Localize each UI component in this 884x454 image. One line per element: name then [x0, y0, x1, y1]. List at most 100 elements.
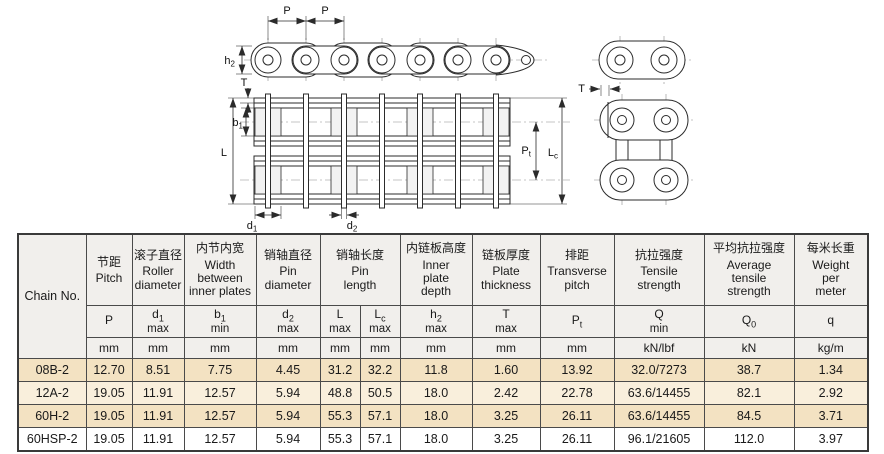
- value-cell: 26.11: [539, 427, 615, 452]
- value-cell: 8.51: [131, 358, 185, 382]
- chain-name-cell: 60HSP-2: [17, 427, 87, 452]
- chain-front-view: T L b1 d1 d2 Pt Lc: [221, 77, 570, 232]
- value-cell: 32.0/7273: [613, 358, 705, 382]
- value-cell: 19.05: [85, 427, 133, 452]
- value-cell: 7.75: [183, 358, 257, 382]
- chain-duplex-side-view: T: [578, 83, 694, 206]
- value-cell: 55.3: [319, 404, 361, 428]
- unit-cell: kg/m: [793, 337, 869, 359]
- unit-cell: kN/lbf: [613, 337, 705, 359]
- dim-label-plate-thickness: T: [241, 77, 248, 89]
- value-cell: 19.05: [85, 381, 133, 405]
- dim-label-pitch: P: [283, 5, 290, 17]
- value-cell: 84.5: [703, 404, 795, 428]
- unit-cell: mm: [319, 337, 361, 359]
- value-cell: 2.42: [471, 381, 541, 405]
- value-cell: 11.8: [399, 358, 473, 382]
- value-cell: 13.92: [539, 358, 615, 382]
- value-cell: 3.25: [471, 427, 541, 452]
- value-cell: 11.91: [131, 404, 185, 428]
- dim-label-b1: b1: [232, 117, 243, 131]
- value-cell: 12.57: [183, 427, 257, 452]
- symbol-cell: Pt: [539, 305, 615, 338]
- dim-label-lc: Lc: [548, 147, 558, 161]
- unit-cell: mm: [539, 337, 615, 359]
- rollers: [254, 46, 510, 74]
- symbol-cell: P: [85, 305, 133, 338]
- unit-cell: mm: [359, 337, 401, 359]
- value-cell: 31.2: [319, 358, 361, 382]
- value-cell: 1.60: [471, 358, 541, 382]
- value-cell: 38.7: [703, 358, 795, 382]
- value-cell: 3.97: [793, 427, 869, 452]
- dim-label-d2: d2: [347, 220, 358, 232]
- value-cell: 55.3: [319, 427, 361, 452]
- value-cell: 50.5: [359, 381, 401, 405]
- value-cell: 82.1: [703, 381, 795, 405]
- header-row-units: mm mm mm mm mm mm mm mm mm kN/lbf kN kg/…: [18, 337, 869, 359]
- dim-label-pitch: P: [321, 5, 328, 17]
- value-cell: 3.25: [471, 404, 541, 428]
- value-cell: 57.1: [359, 427, 401, 452]
- unit-cell: mm: [131, 337, 185, 359]
- value-cell: 3.71: [793, 404, 869, 428]
- unit-cell: mm: [183, 337, 257, 359]
- value-cell: 12.70: [85, 358, 133, 382]
- table-row: 08B-2 12.70 8.51 7.75 4.45 31.2 32.2 11.…: [17, 358, 869, 382]
- value-cell: 18.0: [399, 427, 473, 452]
- value-cell: 32.2: [359, 358, 401, 382]
- value-cell: 5.94: [255, 404, 321, 428]
- value-cell: 12.57: [183, 404, 257, 428]
- value-cell: 57.1: [359, 404, 401, 428]
- dim-label-pin-length: L: [221, 147, 227, 159]
- value-cell: 18.0: [399, 381, 473, 405]
- dim-label-pt: Pt: [521, 145, 531, 159]
- symbol-cell: Q0: [703, 305, 795, 338]
- value-cell: 63.6/14455: [613, 404, 705, 428]
- unit-cell: mm: [471, 337, 541, 359]
- chain-side-view: P P h2: [224, 5, 548, 82]
- value-cell: 19.05: [85, 404, 133, 428]
- offset-end-link: [495, 44, 535, 76]
- unit-cell: kN: [703, 337, 795, 359]
- chain-no-header: Chain No.: [17, 233, 87, 359]
- table-row: 60H-2 19.05 11.91 12.57 5.94 55.3 57.1 1…: [17, 404, 869, 428]
- value-cell: 112.0: [703, 427, 795, 452]
- value-cell: 12.57: [183, 381, 257, 405]
- value-cell: 96.1/21605: [613, 427, 705, 452]
- value-cell: 11.91: [131, 427, 185, 452]
- dim-label-plate-thickness: T: [578, 83, 585, 95]
- value-cell: 26.11: [539, 404, 615, 428]
- pins: [265, 93, 499, 209]
- dim-label-d1: d1: [247, 220, 258, 232]
- chain-name-cell: 12A-2: [17, 381, 87, 405]
- table-row: 12A-2 19.05 11.91 12.57 5.94 48.8 50.5 1…: [17, 381, 869, 405]
- table-row: 60HSP-2 19.05 11.91 12.57 5.94 55.3 57.1…: [17, 427, 869, 452]
- unit-cell: mm: [255, 337, 321, 359]
- value-cell: 2.92: [793, 381, 869, 405]
- value-cell: 1.34: [793, 358, 869, 382]
- value-cell: 5.94: [255, 381, 321, 405]
- chain-name-cell: 08B-2: [17, 358, 87, 382]
- dim-label-h2: h2: [224, 55, 235, 69]
- link-end-view: [592, 36, 692, 84]
- value-cell: 63.6/14455: [613, 381, 705, 405]
- technical-drawing: P P h2: [221, 5, 694, 232]
